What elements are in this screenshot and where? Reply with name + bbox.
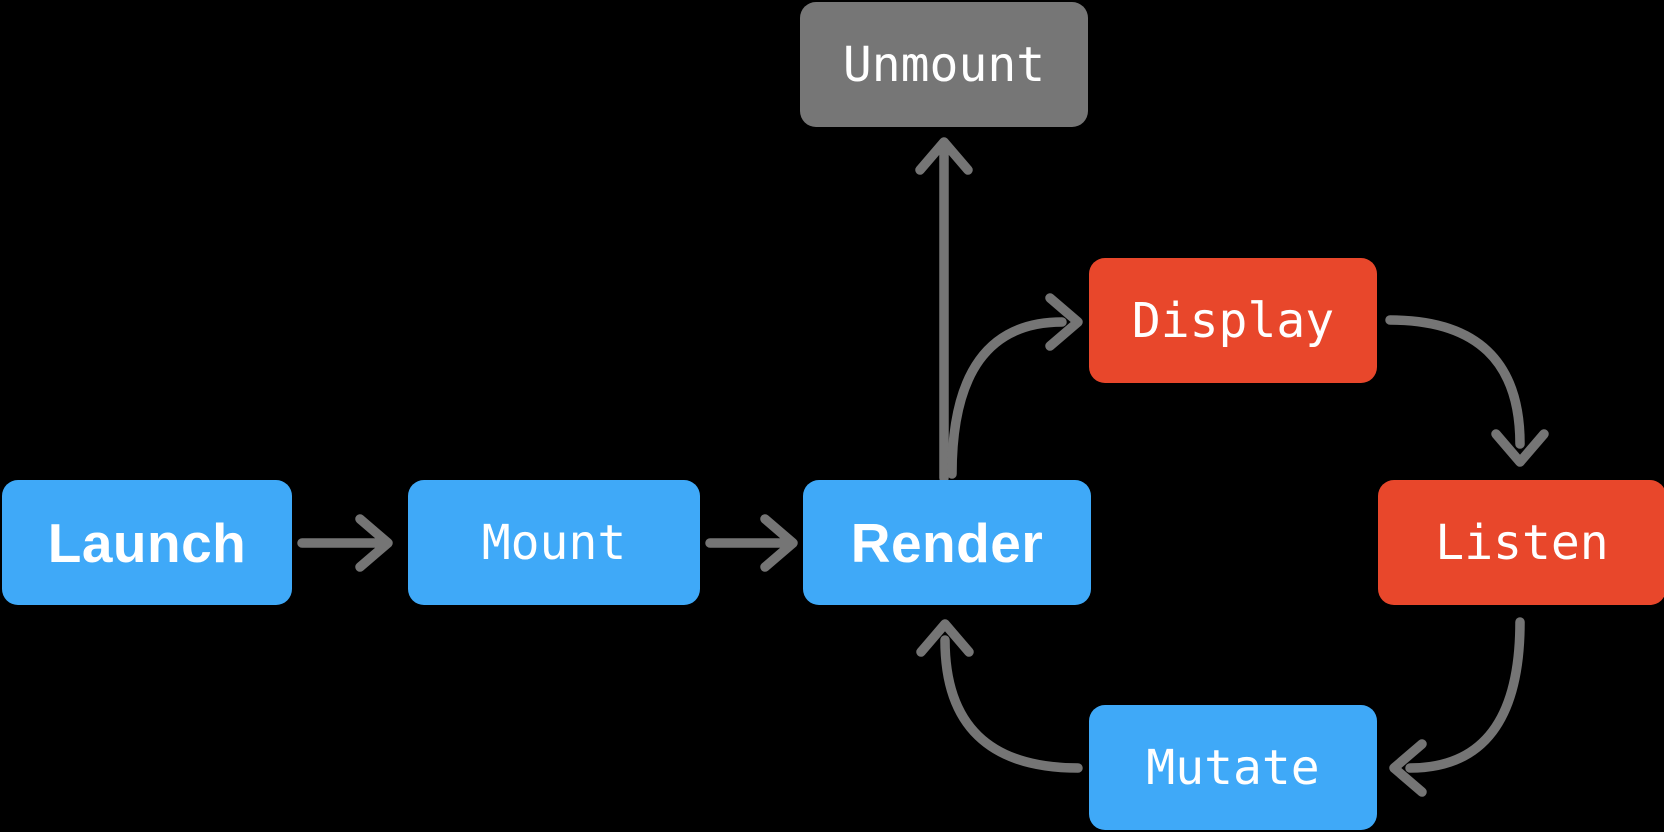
node-mount-label: Mount: [481, 514, 627, 571]
node-render-label: Render: [850, 511, 1044, 574]
node-listen: Listen: [1378, 480, 1664, 605]
node-listen-label: Listen: [1435, 514, 1609, 571]
edge-listen-mutate-arrow: [1389, 617, 1525, 797]
node-unmount: Unmount: [800, 2, 1088, 127]
node-display: Display: [1089, 258, 1377, 383]
node-launch: Launch: [2, 480, 292, 605]
edge-launch-mount-arrow: [297, 514, 393, 572]
node-display-label: Display: [1131, 292, 1335, 349]
edge-render-display-arrow: [947, 293, 1083, 479]
node-mutate-label: Mutate: [1146, 739, 1320, 796]
node-mutate: Mutate: [1089, 705, 1377, 830]
node-render: Render: [803, 480, 1091, 605]
edge-display-listen-arrow: [1385, 315, 1549, 467]
edge-mutate-render-arrow: [916, 619, 1083, 773]
edge-mount-render-arrow: [705, 514, 798, 572]
node-launch-label: Launch: [47, 511, 247, 574]
node-mount: Mount: [408, 480, 700, 605]
edge-render-unmount-arrow: [915, 137, 973, 483]
node-unmount-label: Unmount: [842, 36, 1046, 93]
